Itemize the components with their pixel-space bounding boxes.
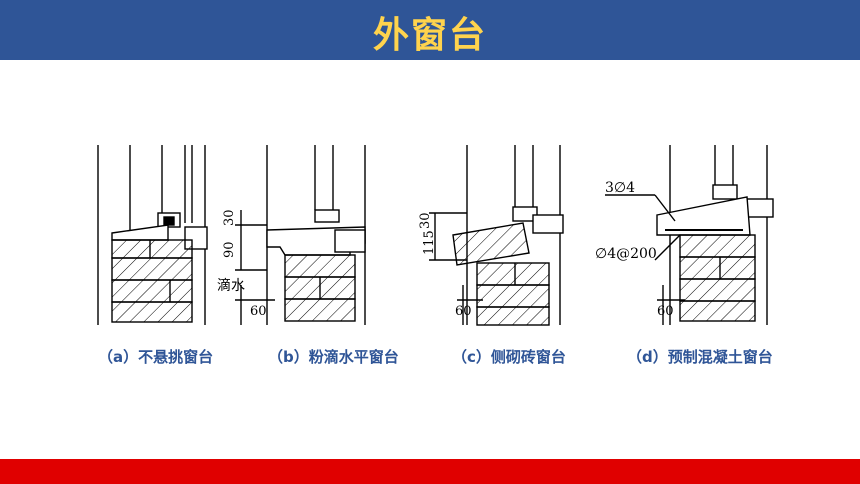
rebar-label: 3∅4	[605, 180, 635, 196]
drip-label: 滴水	[217, 277, 245, 294]
caption-b: （b）粉滴水平窗台	[268, 348, 399, 366]
dim-90: 90	[222, 241, 237, 258]
stirrup-label: ∅4@200	[595, 246, 657, 262]
caption-c: （c）侧砌砖窗台	[452, 348, 566, 366]
caption-a: （a）不悬挑窗台	[98, 348, 214, 366]
dim-115: 115	[422, 230, 437, 255]
figure-a-drawing	[97, 145, 208, 325]
title-bar: 外窗台	[0, 0, 860, 60]
page-title: 外窗台	[372, 15, 487, 56]
caption-d: （d）预制混凝土窗台	[627, 348, 773, 366]
footer-bar	[0, 459, 860, 484]
dim-30: 30	[222, 209, 237, 226]
dim-60: 60	[455, 304, 472, 319]
figure-d-drawing: 3∅4 ∅4@200 60	[595, 145, 774, 325]
dim-60: 60	[250, 304, 267, 319]
figure-b-drawing: 30 90 滴水 60	[217, 145, 366, 325]
figure-c-drawing: 115 30 60	[418, 145, 564, 326]
dim-60: 60	[657, 304, 674, 319]
dim-30: 30	[418, 212, 433, 229]
